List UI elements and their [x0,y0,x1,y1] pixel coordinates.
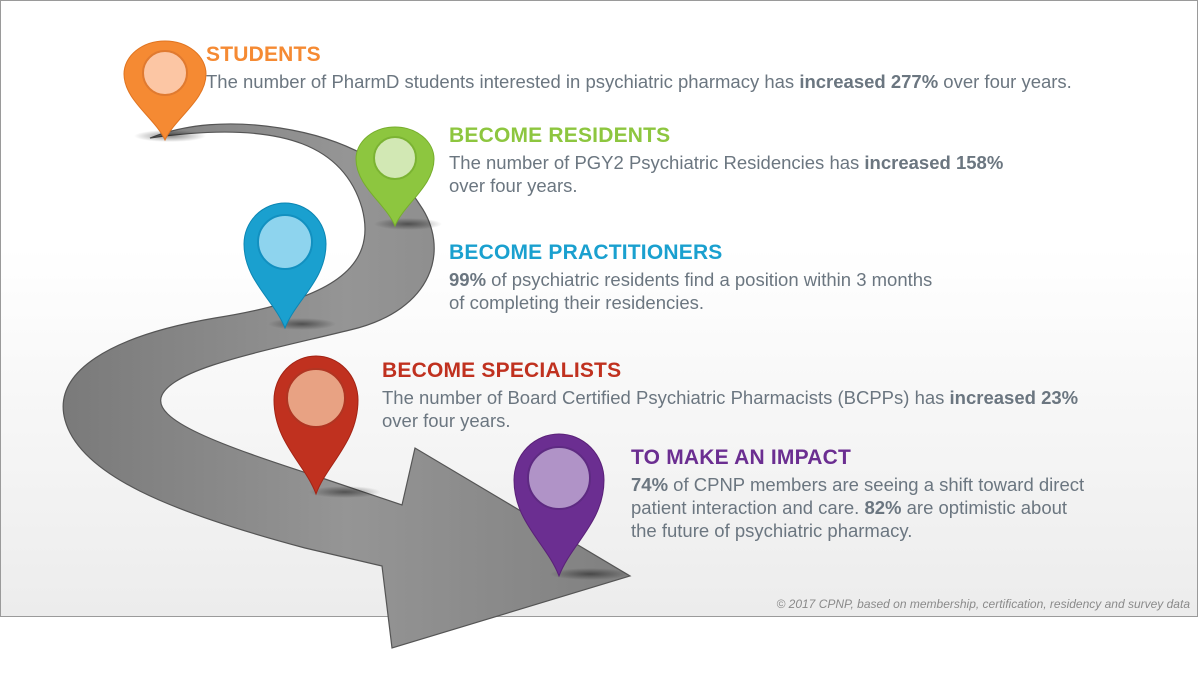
step-practitioners: BECOME PRACTITIONERS 99% of psychiatric … [449,241,1149,314]
step-description: The number of PharmD students interested… [206,71,1072,92]
step-heading: BECOME PRACTITIONERS [449,241,723,264]
highlight-stat: increased 277% [799,71,939,92]
highlight-stat: 82% [864,497,902,518]
step-heading: BECOME SPECIALISTS [382,359,622,382]
orange-map-pin-icon [123,40,207,142]
highlight-stat: increased 23% [949,387,1079,408]
purple-map-pin-icon [513,433,605,578]
blue-map-pin-icon [243,202,327,330]
green-map-pin-icon [355,126,435,228]
source-footnote: © 2017 CPNP, based on membership, certif… [776,597,1190,611]
step-heading: STUDENTS [206,43,321,66]
step-specialists: BECOME SPECIALISTS The number of Board C… [382,359,1182,432]
step-description: 74% of CPNP members are seeing a shift t… [631,474,1085,541]
step-description: The number of PGY2 Psychiatric Residenci… [449,152,1004,196]
red-map-pin-icon [273,355,359,496]
step-residents: BECOME RESIDENTS The number of PGY2 Psyc… [449,124,1149,197]
step-description: 99% of psychiatric residents find a posi… [449,269,933,313]
highlight-stat: 99% [449,269,487,290]
step-impact: TO MAKE AN IMPACT 74% of CPNP members ar… [631,446,1171,542]
step-heading: BECOME RESIDENTS [449,124,671,147]
step-heading: TO MAKE AN IMPACT [631,446,852,469]
step-students: STUDENTS The number of PharmD students i… [206,43,1186,93]
highlight-stat: 74% [631,474,669,495]
highlight-stat: increased 158% [864,152,1004,173]
step-description: The number of Board Certified Psychiatri… [382,387,1079,431]
